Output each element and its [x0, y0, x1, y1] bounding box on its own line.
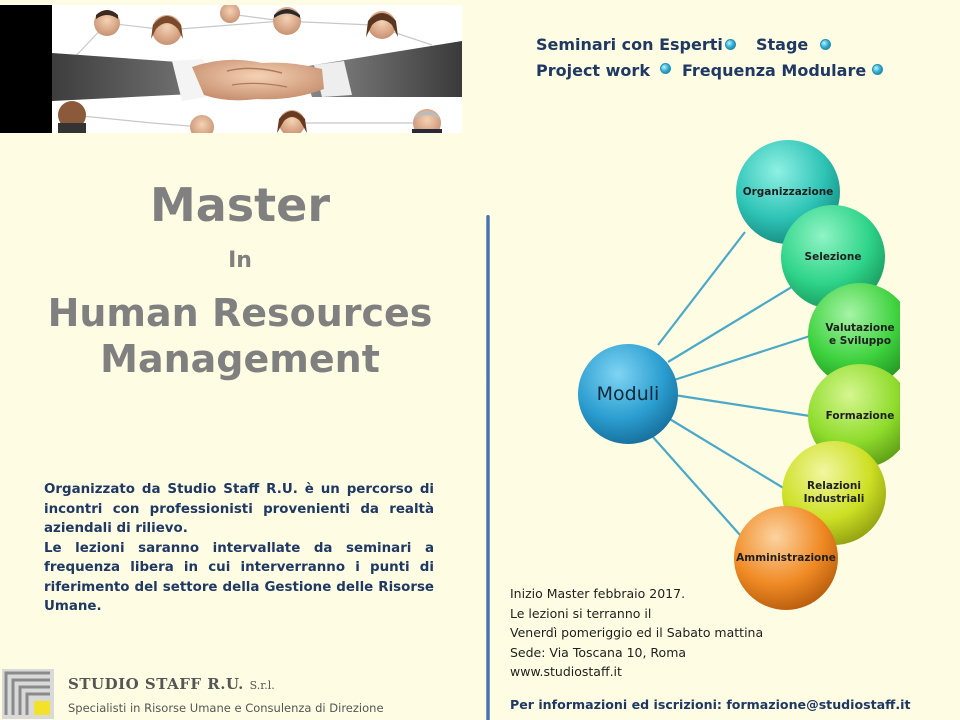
hero-black-strip — [0, 5, 52, 133]
course-info: Inizio Master febbraio 2017. Le lezioni … — [510, 584, 810, 682]
moduli-center-label: Moduli — [596, 383, 660, 405]
title-program: Human Resources Management — [20, 290, 460, 382]
feature-seminari-label: Seminari con Esperti — [536, 35, 723, 54]
module-connectors — [651, 231, 811, 545]
module-label-formazione: Formazione — [825, 409, 895, 422]
feature-project-work: Project work — [536, 61, 650, 80]
description-paragraph-2: Le lezioni saranno intervallate da semin… — [44, 540, 434, 615]
handshake-network-illustration — [52, 5, 462, 133]
info-line-website: www.studiostaff.it — [510, 664, 622, 680]
feature-frequenza-label: Frequenza Modulare — [682, 61, 867, 80]
bullet-globe-icon — [725, 39, 736, 50]
bullet-globe-icon — [820, 39, 831, 50]
program-description: Organizzato da Studio Staff R.U. è un pe… — [44, 480, 434, 617]
company-name: STUDIO STAFF R.U. S.r.l. — [68, 675, 275, 693]
connector-organizzazione — [657, 231, 746, 346]
feature-stage-label: Stage — [756, 35, 809, 54]
connector-selezione — [667, 284, 796, 363]
company-suffix: S.r.l. — [249, 679, 275, 692]
feature-frequenza: Frequenza Modulare — [682, 61, 866, 80]
feature-seminari: Seminari con Esperti — [536, 35, 723, 54]
connector-amministrazione — [651, 435, 749, 545]
modules-diagram — [578, 140, 900, 610]
info-line-start: Inizio Master febbraio 2017. — [510, 586, 686, 601]
module-node-valutazione — [808, 283, 900, 387]
module-label-valutazione: Valutazione e Sviluppo — [825, 322, 895, 347]
module-node-selezione — [781, 205, 885, 309]
vertical-divider — [486, 215, 490, 720]
feature-project-work-label: Project work — [536, 61, 650, 80]
moduli-center-node — [578, 344, 678, 444]
company-name-text: STUDIO STAFF R.U. — [68, 675, 244, 693]
description-paragraph-1: Organizzato da Studio Staff R.U. è un pe… — [44, 482, 434, 536]
bullet-globe-icon — [872, 64, 883, 75]
title-master: Master — [149, 178, 331, 232]
module-label-relazioni: Relazioni Industriali — [803, 480, 865, 505]
title-program-line1: Human Resources — [47, 291, 433, 335]
company-tagline: Specialisti in Risorse Umane e Consulenz… — [68, 701, 384, 715]
contact-info: Per informazioni ed iscrizioni: formazio… — [510, 697, 911, 712]
module-label-amministrazione: Amministrazione — [736, 551, 836, 564]
studio-staff-logo-icon — [2, 669, 54, 719]
connector-formazione — [673, 393, 811, 418]
connector-valutazione — [673, 334, 811, 382]
hero-image — [0, 5, 462, 133]
title-in: In — [228, 248, 252, 273]
bullet-globe-icon — [660, 63, 671, 74]
info-line-address: Sede: Via Toscana 10, Roma — [510, 644, 687, 660]
module-label-selezione: Selezione — [804, 250, 862, 263]
module-node-amministrazione — [734, 506, 838, 610]
info-line-days: Venerdì pomeriggio ed il Sabato mattina — [510, 625, 764, 641]
info-line-schedule: Le lezioni si terranno il — [510, 605, 652, 621]
module-label-organizzazione: Organizzazione — [742, 185, 834, 198]
title-program-line2: Management — [100, 337, 380, 381]
connector-relazioni — [667, 417, 791, 493]
feature-stage: Stage — [756, 35, 808, 54]
